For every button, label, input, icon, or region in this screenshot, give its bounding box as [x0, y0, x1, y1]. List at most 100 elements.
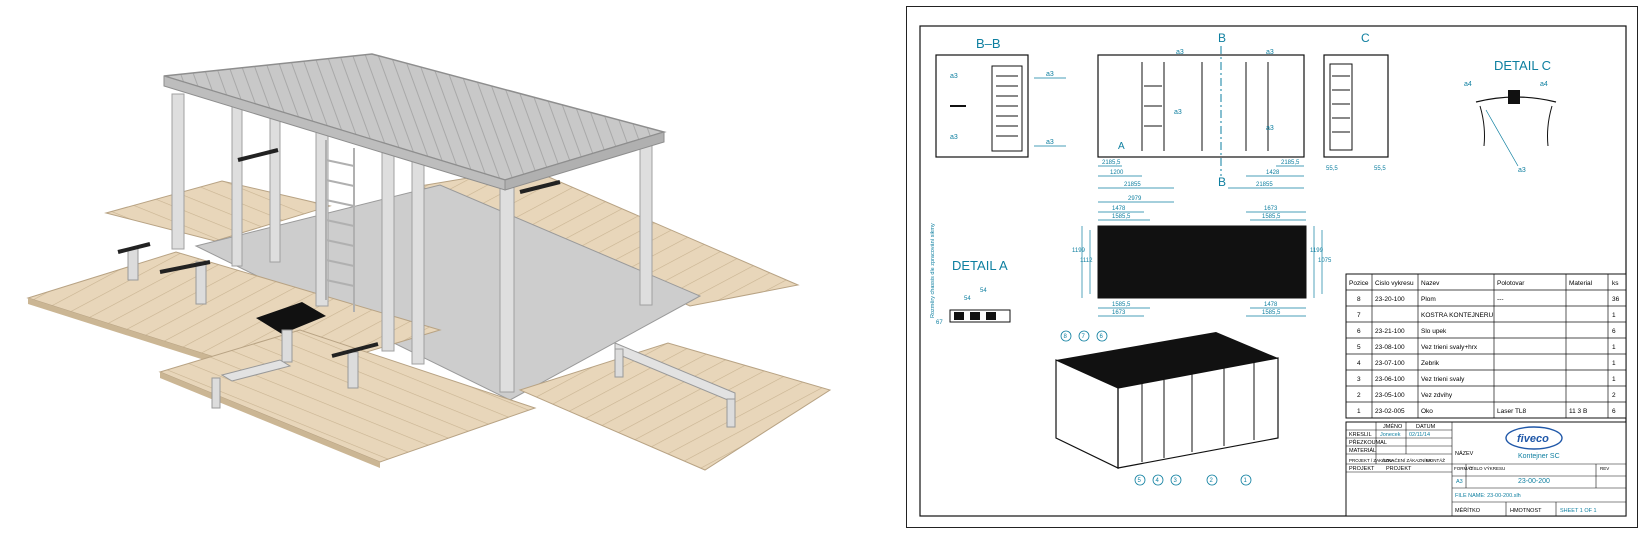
tb-hmotnost: HMOTNOST — [1510, 508, 1542, 514]
dim: 1673 — [1112, 310, 1126, 316]
bom-cell: Vez zdvihy — [1421, 392, 1453, 399]
bom-cell: Slo upek — [1421, 328, 1447, 335]
part-balloons — [1060, 330, 1252, 486]
dim: 55,5 — [1326, 166, 1338, 172]
bom-cell: Vez trieni svaly — [1421, 376, 1465, 383]
bom-header: Pozice — [1349, 280, 1369, 287]
bom-cell: Laser TL8 — [1497, 408, 1527, 415]
dim: 54 — [964, 296, 971, 302]
tb-drawing-number: 23-00-200 — [1518, 478, 1550, 485]
bom-cell: 1 — [1612, 376, 1616, 383]
tb-title: Kontejner SC — [1518, 453, 1560, 460]
tb-datum-header: DATUM — [1416, 424, 1436, 430]
bom-cell: 5 — [1357, 344, 1361, 351]
tb-sheet: SHEET 1 OF 1 — [1560, 508, 1597, 514]
bom-cell: Zebrik — [1421, 360, 1440, 367]
vertical-note: Rozměry chassis dle zpracování sikmy — [930, 223, 936, 318]
weld-a3: a3 — [950, 134, 958, 141]
side-view-c: C 55,5 55,5 — [1323, 31, 1389, 172]
dim: 55,5 — [1374, 166, 1386, 172]
weld-a3: a3 — [1518, 167, 1526, 174]
bom-cell: 1 — [1612, 312, 1616, 319]
dim: 54 — [980, 288, 987, 294]
weld-a3: a3 — [1176, 49, 1184, 56]
section-b-top: B — [1218, 31, 1226, 45]
balloon: 3 — [1174, 478, 1178, 484]
detail-c-view: DETAIL C a4 a4 a3 — [1464, 58, 1557, 174]
section-bb-view: B–B a3 a3 a3 a3 — [935, 36, 1066, 158]
tb-row-label: PŘEZKOUMAL — [1349, 438, 1387, 446]
dim: 21855 — [1256, 182, 1273, 188]
bom-cell: 7 — [1357, 312, 1361, 319]
dim: 2185,5 — [1102, 160, 1121, 166]
weld-a3: a3 — [1266, 49, 1274, 56]
bom-cell: KOSTRA KONTEJNERU — [1421, 312, 1494, 319]
bom-header: Cislo vykresu — [1375, 280, 1414, 287]
dim: 1585,5 — [1262, 310, 1281, 316]
tb-projekt: PROJEKT — [1386, 466, 1412, 472]
bom-cell: 6 — [1357, 328, 1361, 335]
title-block: KRESLIL PŘEZKOUMAL MATERIÁL PROJEKT JMÉN… — [1345, 421, 1627, 517]
bom-cell: 1 — [1357, 408, 1361, 415]
dim: 67 — [936, 320, 943, 326]
tb-meritko: MĚŘÍTKO — [1455, 506, 1481, 514]
tb-nazev-label: NÁZEV — [1455, 450, 1474, 457]
dim: 1112 — [1080, 258, 1093, 264]
bom-cell: 6 — [1612, 328, 1616, 335]
dim: 1585,5 — [1112, 214, 1131, 220]
weld-a4: a4 — [1464, 81, 1472, 88]
section-bb-label: B–B — [976, 36, 1001, 51]
bom-cell: 2 — [1612, 392, 1616, 399]
bom-cell: 23-02-005 — [1375, 408, 1405, 415]
detail-a-view: DETAIL A 54 54 67 Rozměry chassis dle zp… — [930, 223, 1011, 326]
section-c-label: C — [1361, 31, 1370, 45]
dim: 2979 — [1128, 196, 1142, 202]
bom-cell: 23-08-100 — [1375, 344, 1405, 351]
balloon: 8 — [1064, 334, 1068, 340]
balloon: 7 — [1082, 334, 1086, 340]
balloon: 2 — [1210, 478, 1214, 484]
bom-cell: --- — [1497, 296, 1504, 303]
dim: 1585,5 — [1262, 214, 1281, 220]
tb-file-name: FILE NAME: 23-00-200.slh — [1455, 493, 1521, 499]
bom-header: ks — [1612, 280, 1619, 287]
bom-cell: 1 — [1612, 360, 1616, 367]
bom-table: Pozice Cislo vykresu Nazev Polotovar Mat… — [1345, 273, 1627, 419]
weld-a3: a3 — [1046, 71, 1054, 78]
section-b-bottom: B — [1218, 175, 1226, 189]
bom-cell: 23-06-100 — [1375, 376, 1405, 383]
front-dimensions — [1098, 165, 1304, 203]
tb-bottom-label: PROJEKT / ZAKÁZKA — [1349, 457, 1394, 463]
dim: 1478 — [1112, 206, 1126, 212]
logo-text: fiveco — [1517, 433, 1549, 445]
tb-author: Jonecek — [1380, 432, 1401, 438]
balloon: 4 — [1156, 478, 1160, 484]
plan-view: 1478 1585,5 1673 1585,5 1585,5 1673 1478… — [1072, 206, 1332, 317]
tb-row-label: PROJEKT — [1349, 466, 1375, 472]
bom-cell: Oko — [1421, 408, 1433, 415]
bom-cell: 8 — [1357, 296, 1361, 303]
bom-cell: Vez trieni svaly+hrx — [1421, 344, 1478, 351]
tb-jmeno-header: JMÉNO — [1383, 423, 1403, 430]
bom-header: Nazev — [1421, 280, 1440, 287]
dim: 1673 — [1264, 206, 1278, 212]
bom-cell: 23-05-100 — [1375, 392, 1405, 399]
bom-cell: 1 — [1612, 344, 1616, 351]
weld-a3: a3 — [1046, 139, 1054, 146]
weld-a3: a3 — [950, 73, 958, 80]
bom-cell: 6 — [1612, 408, 1616, 415]
tb-bottom-label: MONTÁŽ — [1426, 456, 1445, 463]
bom-cell: 3 — [1357, 376, 1361, 383]
section-a-marker: A — [1118, 141, 1125, 152]
weld-a4: a4 — [1540, 81, 1548, 88]
balloon: 6 — [1100, 334, 1104, 340]
tb-rev-label: REV — [1600, 466, 1609, 471]
dim: 1199 — [1310, 248, 1324, 254]
balloon: 1 — [1244, 478, 1248, 484]
bom-cell: 11 3 B — [1569, 408, 1587, 415]
tb-row-label: MATERIÁL — [1349, 447, 1376, 454]
detail-c-label: DETAIL C — [1494, 58, 1551, 73]
weld-a3: a3 — [1174, 109, 1182, 116]
dim: 21855 — [1124, 182, 1141, 188]
exercise-stations — [117, 148, 736, 428]
